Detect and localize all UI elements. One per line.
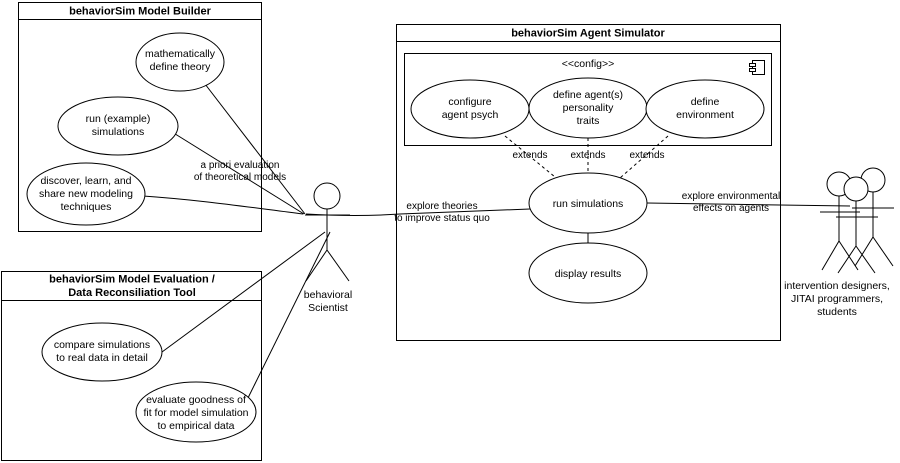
extends-label-2: extends [570, 150, 605, 161]
explore-theories-label-line2: to improve status quo [394, 213, 490, 224]
scientist-label-line2: Scientist [308, 302, 348, 314]
designers-label-line1: intervention designers, [784, 280, 890, 292]
apriori-label-line1: a priori evaluation [201, 160, 280, 171]
use-case-define-personality-line2: personality [563, 102, 615, 114]
use-case-compare[interactable]: compare simulations to real data in deta… [41, 322, 163, 382]
use-case-define-personality-line3: traits [577, 115, 600, 127]
use-case-run-simulations-label: run simulations [553, 198, 624, 210]
explore-theories-label-line1: explore theories [406, 201, 477, 212]
model-builder-title: behaviorSim Model Builder [69, 6, 212, 18]
use-case-configure-psych[interactable]: configure agent psych [410, 79, 530, 139]
use-case-run-example[interactable]: run (example) simulations [57, 96, 179, 156]
connector-labels: a priori evaluation of theoretical model… [194, 150, 780, 224]
scientist-actor[interactable] [305, 182, 350, 282]
apriori-label-line2: of theoretical models [194, 172, 286, 183]
extends-label-1: extends [512, 150, 547, 161]
use-case-compare-line2: to real data in detail [56, 352, 148, 364]
use-case-define-environment-line2: environment [676, 109, 734, 121]
designers-actor-group[interactable] [820, 167, 894, 274]
designers-label-line3: students [817, 306, 857, 318]
component-icon [749, 60, 765, 75]
use-case-discover-line3: techniques [61, 201, 112, 213]
use-case-display-results[interactable]: display results [528, 242, 648, 304]
use-case-evaluate-line2: fit for model simulation [143, 407, 248, 419]
associations [142, 83, 851, 403]
explore-env-label-line2: effects on agents [693, 203, 769, 214]
use-case-math-define[interactable]: mathematically define theory [135, 32, 225, 92]
use-case-configure-psych-line2: agent psych [442, 109, 499, 121]
use-case-run-simulations[interactable]: run simulations [528, 172, 648, 234]
model-evaluation-title-line1: behaviorSim Model Evaluation / [49, 274, 215, 286]
use-case-define-personality[interactable]: define agent(s) personality traits [528, 77, 648, 139]
extend-relations [504, 135, 669, 179]
use-case-discover[interactable]: discover, learn, and share new modeling … [26, 162, 146, 226]
designers-label-line2: JITAI programmers, [791, 293, 883, 305]
use-case-evaluate-line1: evaluate goodness of [146, 394, 246, 406]
use-case-define-environment-line1: define [691, 96, 720, 108]
use-case-discover-line2: share new modeling [39, 188, 133, 200]
config-stereotype: <<config>> [562, 58, 615, 70]
use-case-discover-line1: discover, learn, and [40, 175, 131, 187]
use-case-run-example-line2: simulations [92, 126, 145, 138]
use-case-display-results-label: display results [555, 268, 622, 280]
use-case-evaluate[interactable]: evaluate goodness of fit for model simul… [135, 381, 257, 443]
use-case-configure-psych-line1: configure [448, 96, 491, 108]
use-case-math-define-line2: define theory [150, 61, 211, 73]
use-case-define-environment[interactable]: define environment [645, 79, 765, 139]
extends-label-3: extends [629, 150, 664, 161]
use-case-compare-line1: compare simulations [54, 339, 150, 351]
use-case-evaluate-line3: to empirical data [157, 420, 234, 432]
explore-env-label-line1: explore environmental [682, 191, 780, 202]
use-case-define-personality-line1: define agent(s) [553, 89, 623, 101]
model-evaluation-title-line2: Data Reconsiliation Tool [68, 287, 196, 299]
scientist-label-line1: behavioral [304, 289, 352, 301]
use-case-run-example-line1: run (example) [86, 113, 151, 125]
use-case-math-define-line1: mathematically [145, 48, 216, 60]
agent-simulator-title: behaviorSim Agent Simulator [511, 28, 665, 40]
